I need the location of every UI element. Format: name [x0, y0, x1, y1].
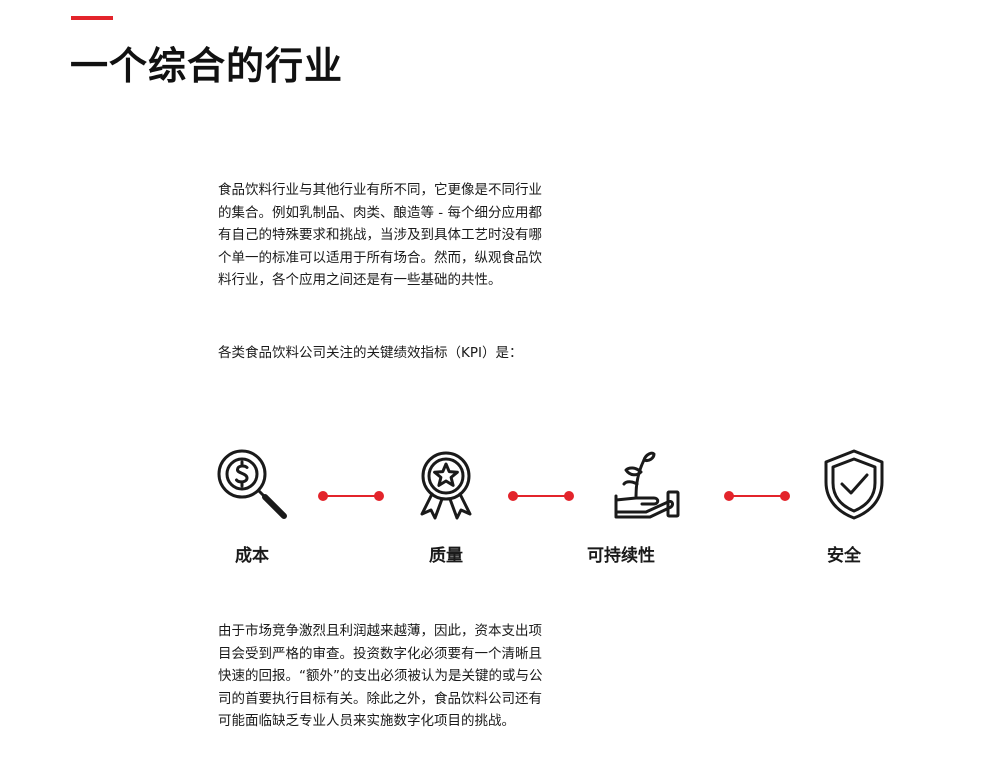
kpi-connector	[318, 490, 384, 502]
dollar-magnifier-icon	[214, 446, 290, 522]
award-ribbon-star-icon	[408, 446, 484, 522]
connector-dot	[564, 491, 574, 501]
connector-line	[729, 495, 785, 497]
connector-line	[513, 495, 569, 497]
connector-line	[323, 495, 379, 497]
plant-in-hand-icon	[606, 446, 682, 522]
kpi-label-safety: 安全	[827, 546, 861, 566]
page-title: 一个综合的行业	[70, 44, 344, 88]
closing-paragraph: 由于市场竞争激烈且利润越来越薄，因此，资本支出项目会受到严格的审查。投资数字化必…	[218, 623, 543, 729]
connector-dot	[318, 491, 328, 501]
kpi-label-sustainability: 可持续性	[587, 546, 655, 566]
kpi-label-cost: 成本	[235, 546, 269, 566]
kpi-intro-text: 各类食品饮料公司关注的关键绩效指标（KPI）是：	[218, 345, 523, 361]
intro-paragraph: 食品饮料行业与其他行业有所不同，它更像是不同行业的集合。例如乳制品、肉类、酿造等…	[218, 182, 542, 288]
title-accent-bar	[71, 16, 113, 20]
kpi-connector	[724, 490, 790, 502]
kpi-row: 成本 质量 可持续性	[0, 440, 1000, 580]
kpi-connector	[508, 490, 574, 502]
connector-dot	[724, 491, 734, 501]
connector-dot	[780, 491, 790, 501]
connector-dot	[374, 491, 384, 501]
shield-check-icon	[816, 446, 892, 522]
kpi-label-quality: 质量	[429, 546, 463, 566]
connector-dot	[508, 491, 518, 501]
